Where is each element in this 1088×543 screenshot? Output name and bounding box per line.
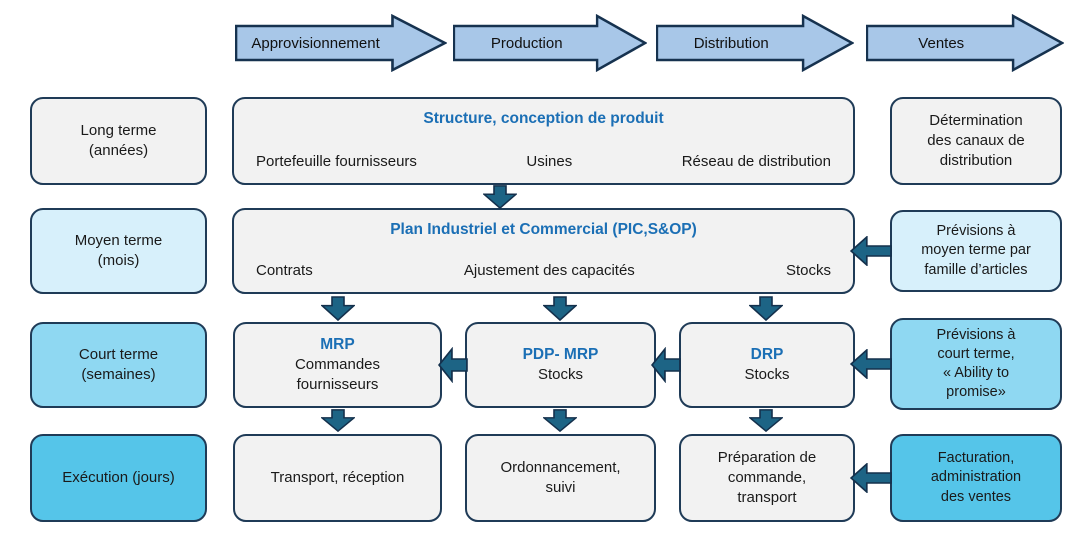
item-stocks: Stocks bbox=[785, 262, 831, 279]
down-arrow-icon bbox=[749, 296, 783, 321]
right-box-previsions-court-terme: Prévisions à court terme, « Ability to p… bbox=[890, 318, 1062, 410]
box-mrp: MRP Commandes fournisseurs bbox=[233, 322, 442, 408]
box-drp: DRP Stocks bbox=[679, 322, 855, 408]
right-arrow-icon bbox=[656, 14, 854, 72]
down-arrow-icon bbox=[543, 409, 577, 432]
item-reseau-distribution: Réseau de distribution bbox=[681, 153, 831, 170]
box-title: DRP bbox=[750, 345, 784, 363]
box-body: Commandes fournisseurs bbox=[294, 355, 381, 393]
horizon-box-execution: Exécution (jours) bbox=[30, 434, 207, 522]
flow-arrow-label: Distribution bbox=[693, 34, 769, 52]
box-title: MRP bbox=[320, 335, 355, 353]
box-title: Plan Industriel et Commercial (PIC,S&OP) bbox=[390, 221, 697, 238]
flow-arrow-distribution: Distribution bbox=[656, 14, 854, 72]
flow-arrow-label: Production bbox=[490, 34, 563, 52]
down-arrow-icon bbox=[321, 296, 355, 321]
horizon-box-long-terme: Long terme (années) bbox=[30, 97, 207, 185]
left-arrow-icon bbox=[850, 349, 892, 379]
box-preparation-commande: Préparation de commande, transport bbox=[679, 434, 855, 522]
box-title: PDP- MRP bbox=[522, 345, 599, 363]
down-arrow-icon bbox=[749, 409, 783, 432]
flow-arrow-production: Production bbox=[453, 14, 647, 72]
box-transport-reception: Transport, réception bbox=[233, 434, 442, 522]
flow-arrow-ventes: Ventes bbox=[866, 14, 1064, 72]
left-arrow-icon bbox=[438, 347, 468, 383]
item-portefeuille-fournisseurs: Portefeuille fournisseurs bbox=[256, 153, 417, 170]
down-arrow-icon bbox=[543, 296, 577, 321]
horizon-box-moyen-terme: Moyen terme (mois) bbox=[30, 208, 207, 294]
left-arrow-icon bbox=[651, 347, 681, 383]
right-arrow-icon bbox=[866, 14, 1064, 72]
box-pdp-mrp: PDP- MRP Stocks bbox=[465, 322, 656, 408]
right-arrow-icon bbox=[453, 14, 647, 72]
box-body: Stocks bbox=[744, 365, 790, 383]
right-box-facturation-ventes: Facturation, administration des ventes bbox=[890, 434, 1062, 522]
box-title: Structure, conception de produit bbox=[423, 110, 664, 127]
item-contrats: Contrats bbox=[256, 262, 313, 279]
flow-arrow-label: Approvisionnement bbox=[251, 34, 380, 52]
down-arrow-icon bbox=[321, 409, 355, 432]
box-body: Stocks bbox=[537, 365, 583, 383]
flow-arrow-label: Ventes bbox=[918, 34, 965, 52]
left-arrow-icon bbox=[850, 236, 892, 266]
right-box-canaux-distribution: Détermination des canaux de distribution bbox=[890, 97, 1062, 185]
box-ordonnancement-suivi: Ordonnancement, suivi bbox=[465, 434, 656, 522]
item-usines: Usines bbox=[526, 153, 573, 170]
right-box-previsions-moyen-terme: Prévisions à moyen terme par famille d’a… bbox=[890, 210, 1062, 292]
right-arrow-icon bbox=[235, 14, 447, 72]
main-box-pic-sop: Plan Industriel et Commercial (PIC,S&OP)… bbox=[232, 208, 855, 294]
box-items: Portefeuille fournisseurs Usines Réseau … bbox=[234, 153, 853, 170]
flow-arrow-approvisionnement: Approvisionnement bbox=[235, 14, 447, 72]
main-box-structure-conception: Structure, conception de produit Portefe… bbox=[232, 97, 855, 185]
item-ajustement-capacites: Ajustement des capacités bbox=[463, 262, 635, 279]
left-arrow-icon bbox=[850, 463, 892, 493]
down-arrow-icon bbox=[483, 185, 517, 209]
box-items: Contrats Ajustement des capacités Stocks bbox=[234, 262, 853, 279]
horizon-box-court-terme: Court terme (semaines) bbox=[30, 322, 207, 408]
